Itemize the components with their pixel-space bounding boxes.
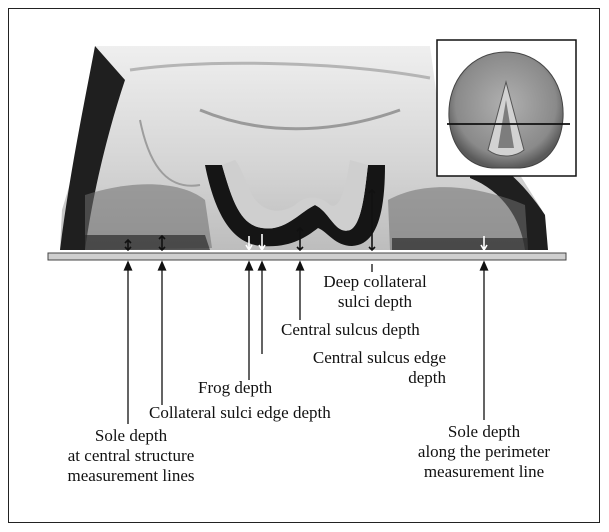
label-central-sulcus-depth: Central sulcus depth [281,320,420,340]
label-central-sulcus-edge-depth: Central sulcus edge depth [256,348,446,388]
label-frog-depth: Frog depth [198,378,272,398]
label-collateral-sulci-edge-depth: Collateral sulci edge depth [149,403,331,423]
label-sole-depth-perimeter: Sole depth along the perimeter measureme… [384,422,584,482]
measurement-baseline [48,253,566,260]
label-deep-collateral-sulci-depth: Deep collateral sulci depth [302,272,448,312]
label-sole-depth-central: Sole depth at central structure measurem… [33,426,229,486]
hoof-inset-image [437,40,576,176]
